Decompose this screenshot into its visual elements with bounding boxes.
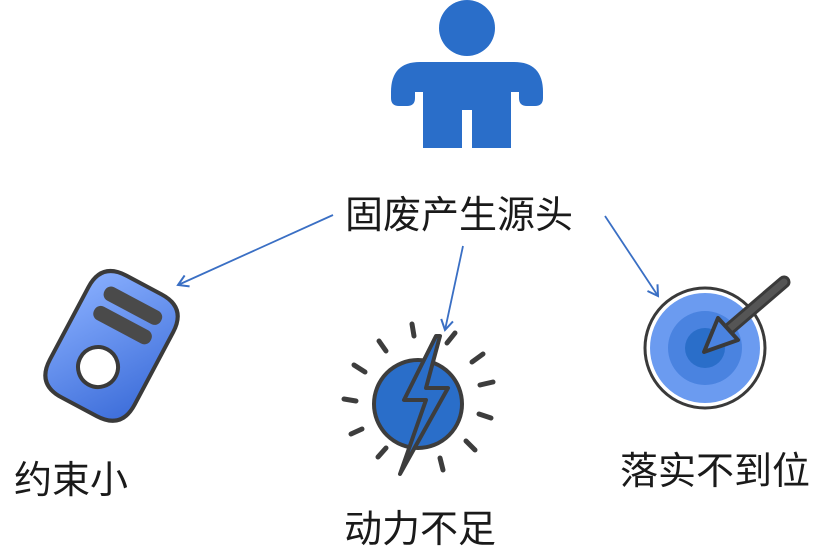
arrow-to-left	[176, 214, 334, 288]
cause-label-middle: 动力不足	[344, 507, 497, 551]
target-arrow-icon	[643, 275, 791, 410]
arrow-to-middle	[440, 245, 464, 332]
lightning-sun-icon	[341, 321, 496, 476]
person-icon	[391, 0, 543, 148]
tag-icon	[43, 269, 180, 423]
arrow-to-right	[604, 215, 660, 298]
cause-label-right: 落实不到位	[620, 449, 811, 493]
cause-label-left: 约束小	[14, 458, 129, 502]
center-label: 固废产生源头	[345, 193, 574, 237]
